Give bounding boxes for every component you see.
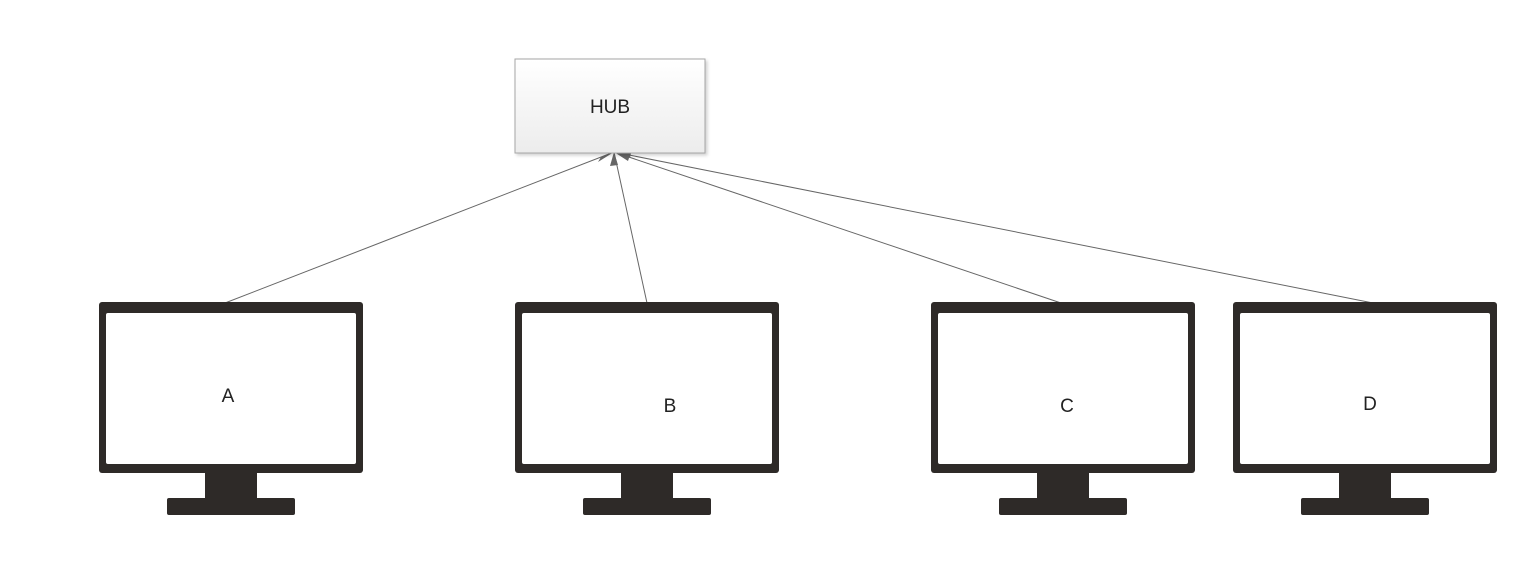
monitor-d[interactable]: D	[1233, 302, 1497, 515]
connector-c-hub	[613, 151, 1062, 304]
monitor-b[interactable]: B	[515, 302, 779, 515]
monitor-b-base	[583, 498, 711, 515]
monitor-b-screen	[522, 313, 772, 464]
monitor-d-screen	[1240, 313, 1490, 464]
monitor-a[interactable]: A	[99, 302, 363, 515]
monitor-d-label: D	[1363, 394, 1377, 415]
connector-d-hub	[613, 151, 1374, 304]
monitor-c[interactable]: C	[931, 302, 1195, 515]
hub-node[interactable]: HUB	[514, 58, 706, 154]
monitor-c-screen	[938, 313, 1188, 464]
monitor-c-base	[999, 498, 1127, 515]
arrowhead-a-icon	[598, 152, 614, 162]
monitor-a-base	[167, 498, 295, 515]
monitor-b-label: B	[664, 396, 677, 417]
connector-b-hub	[613, 151, 648, 304]
monitor-c-neck	[1037, 473, 1089, 500]
arrowhead-b-icon	[610, 152, 618, 166]
monitor-b-neck	[621, 473, 673, 500]
connector-a-hub	[224, 151, 615, 304]
monitor-a-neck	[205, 473, 257, 500]
hub-label: HUB	[590, 97, 630, 118]
connections	[224, 151, 1374, 304]
hub-box	[514, 58, 706, 154]
monitor-d-base	[1301, 498, 1429, 515]
monitor-a-label: A	[222, 386, 235, 407]
monitor-d-neck	[1339, 473, 1391, 500]
monitor-a-screen	[106, 313, 356, 464]
monitor-c-label: C	[1060, 396, 1074, 417]
